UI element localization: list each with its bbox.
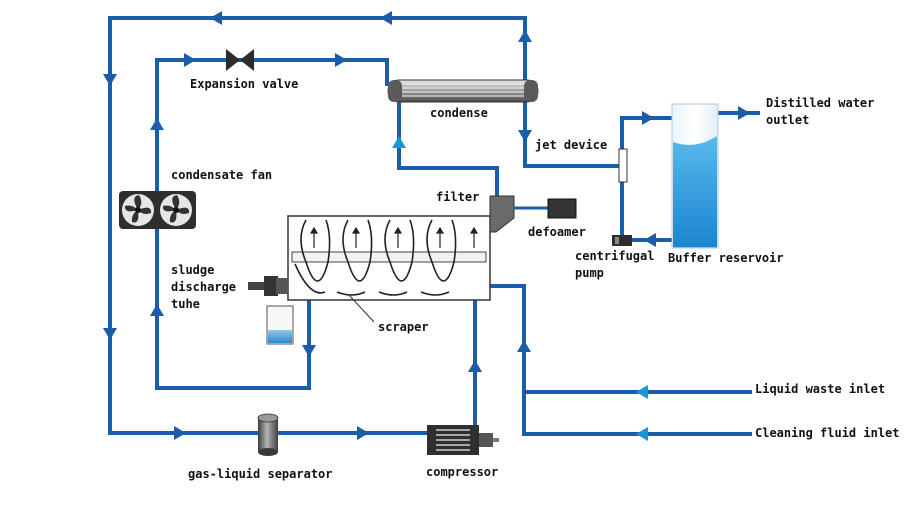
light-flow-arrows — [392, 136, 648, 441]
label-condensate-fan: condensate fan — [171, 168, 273, 182]
pipe-outer-loop — [108, 16, 527, 435]
label-condense: condense — [430, 106, 488, 120]
label-filter: filter — [436, 190, 480, 204]
arrow-filter-up-icon — [392, 136, 406, 148]
condenser-icon — [387, 79, 539, 103]
arrow-bottom-1-icon — [174, 426, 186, 440]
arrow-condenser-up-icon — [518, 30, 532, 42]
arrow-expansion-top-1-icon — [184, 53, 196, 67]
label-jet-device: jet device — [535, 138, 608, 152]
label-compressor: compressor — [426, 465, 499, 479]
label-cleaning-fluid-inlet: Cleaning fluid inlet — [755, 426, 900, 440]
sludge-discharge-tube-icon — [248, 276, 288, 296]
defoamer-icon — [547, 198, 577, 219]
label-expansion-valve: Expansion valve — [190, 77, 299, 91]
label-gas-liquid-separator: gas-liquid separator — [188, 467, 333, 481]
label-distilled-water-outlet: Distilled water outlet — [766, 96, 875, 127]
arrow-outlet-right-icon — [738, 106, 750, 120]
filter-icon — [489, 195, 548, 233]
arrow-condenser-down-icon — [518, 130, 532, 142]
label-scraper: scraper — [378, 320, 429, 334]
condensate-fan-icon — [119, 191, 196, 229]
arrow-inlet-up-icon — [517, 340, 531, 352]
centrifugal-pump-icon — [612, 235, 632, 246]
sludge-cup-icon — [266, 305, 294, 345]
buffer-reservoir-icon — [671, 103, 719, 249]
label-liquid-waste-inlet: Liquid waste inlet — [755, 382, 886, 396]
arrow-bottom-2-icon — [357, 426, 369, 440]
arrow-expansion-top-2-icon — [335, 53, 347, 67]
arrow-top-right-icon — [380, 11, 392, 25]
label-defoamer: defoamer — [528, 225, 586, 239]
compressor-icon — [427, 425, 499, 455]
gas-liquid-separator-icon — [257, 413, 279, 456]
pipe-liquid-waste — [488, 284, 752, 394]
jet-device-icon — [618, 148, 628, 183]
arrow-left-down-2-icon — [103, 328, 117, 340]
arrow-compressor-up-icon — [468, 360, 482, 372]
label-centrifugal-pump: centrifugal pump — [575, 249, 655, 280]
arrow-liquid-waste-icon — [636, 385, 648, 399]
pipe-cleaning-fluid — [522, 390, 752, 436]
arrow-sludge-down-icon — [302, 345, 316, 357]
arrow-expansion-up-1-icon — [150, 118, 164, 130]
label-buffer-reservoir: Buffer reservoir — [668, 251, 784, 265]
arrow-pump-left-icon — [644, 233, 656, 247]
expansion-valve-icon — [226, 49, 254, 71]
pipe-network — [108, 16, 760, 436]
evaporator-tank — [287, 215, 491, 323]
flow-arrows — [103, 11, 750, 440]
arrow-jet-right-icon — [642, 111, 654, 125]
arrow-top-left-icon — [210, 11, 222, 25]
pipe-jet-to-reservoir — [620, 116, 674, 152]
arrow-left-down-1-icon — [103, 74, 117, 86]
label-sludge-discharge-tube: sludge discharge tuhe — [171, 263, 237, 311]
arrow-expansion-up-2-icon — [150, 304, 164, 316]
arrow-cleaning-fluid-icon — [636, 427, 648, 441]
